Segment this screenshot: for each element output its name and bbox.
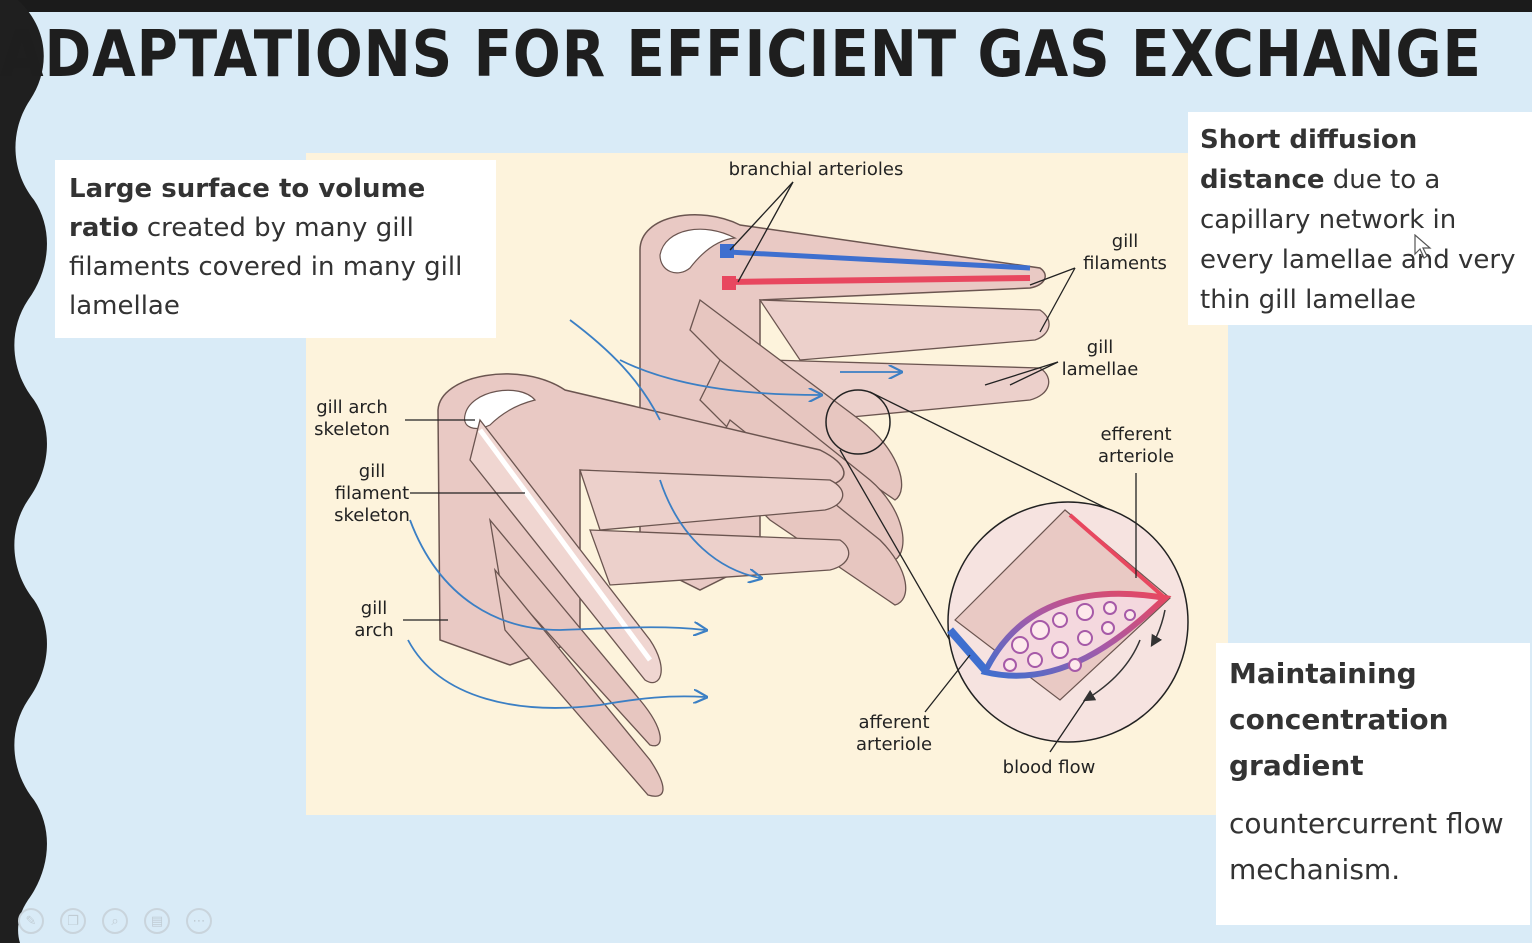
label-gill-filaments-1: gill	[1112, 231, 1138, 252]
more-icon[interactable]: ⋯	[186, 908, 212, 934]
slide-title: ADAPTATIONS FOR EFFICIENT GAS EXCHANGE	[0, 18, 1482, 92]
magnifier	[825, 389, 1189, 743]
surface-area-text: created by many gill filaments covered i…	[69, 213, 463, 321]
label-gill-lamellae-1: gill	[1087, 337, 1113, 358]
label-branchial-arterioles: branchial arterioles	[729, 159, 904, 180]
label-filament-skeleton-1: gill	[359, 461, 385, 482]
subtitles-icon[interactable]: ▤	[144, 908, 170, 934]
concentration-gradient-box: Maintaining concentration gradient count…	[1216, 643, 1530, 925]
concentration-gradient-heading: Maintaining concentration gradient	[1229, 657, 1449, 782]
label-gill-filaments-2: filaments	[1083, 253, 1167, 274]
surface-area-box: Large surface to volume ratio created by…	[55, 160, 496, 338]
label-gill-lamellae-2: lamellae	[1062, 359, 1139, 380]
copy-icon[interactable]: ❐	[60, 908, 86, 934]
zoom-icon[interactable]: ⌕	[102, 908, 128, 934]
front-gill-arch	[437, 373, 850, 797]
label-filament-skeleton-2: filament	[335, 483, 409, 504]
diffusion-distance-box: Short diffusion distance due to a capill…	[1188, 112, 1532, 325]
back-gill-arch	[639, 214, 1050, 606]
concentration-gradient-text: countercurrent flow mechanism.	[1229, 807, 1504, 886]
label-afferent-2: arteriole	[856, 734, 932, 755]
label-efferent-1: efferent	[1100, 424, 1171, 445]
label-arch-skeleton-2: skeleton	[314, 419, 390, 440]
pen-icon[interactable]: ✎	[18, 908, 44, 934]
surface-area-heading: Large surface to volume ratio	[69, 174, 426, 243]
label-gill-arch-1: gill	[361, 598, 387, 619]
label-filament-skeleton-3: skeleton	[334, 505, 410, 526]
label-gill-arch-2: arch	[354, 620, 393, 641]
mouse-cursor-icon	[1414, 234, 1432, 259]
leader-lines	[403, 181, 1137, 753]
diffusion-distance-text: due to a capillary network in every lame…	[1200, 165, 1516, 315]
wavy-border	[0, 0, 47, 943]
label-arch-skeleton-1: gill arch	[316, 397, 388, 418]
water-flow-arrows	[407, 319, 900, 709]
diffusion-distance-heading: Short diffusion distance	[1200, 125, 1418, 195]
label-afferent-1: afferent	[858, 712, 929, 733]
label-blood-flow: blood flow	[1003, 757, 1096, 778]
label-efferent-2: arteriole	[1098, 446, 1174, 467]
top-bar	[0, 0, 1532, 12]
presentation-toolbar: ✎ ❐ ⌕ ▤ ⋯	[18, 908, 212, 938]
